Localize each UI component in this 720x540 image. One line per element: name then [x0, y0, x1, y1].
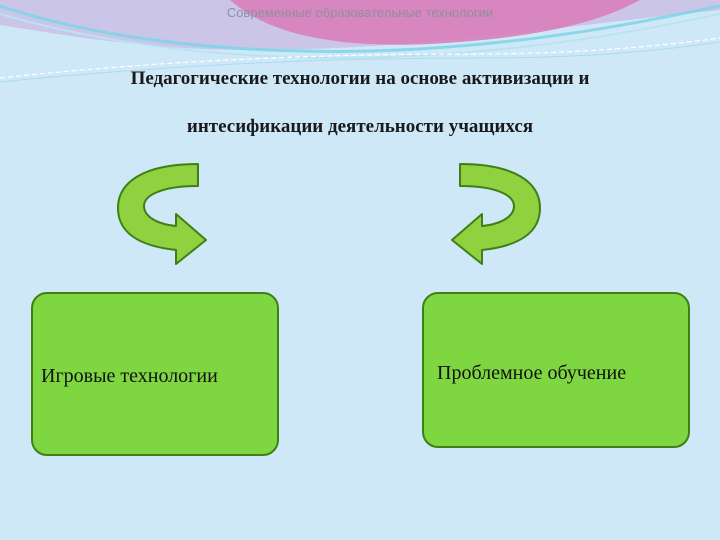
title-line-1: Педагогические технологии на основе акти… [130, 68, 590, 89]
curved-arrow-right [451, 163, 541, 265]
title-line-2: интесификации деятельности учащихся [186, 116, 534, 137]
box-game-technologies [31, 292, 279, 456]
header-subtitle: Современные образовательные технологии [226, 5, 494, 20]
curved-arrow-left [117, 163, 207, 265]
box-label-game-technologies: Игровые технологии [41, 365, 218, 387]
decorative-banner [0, 0, 720, 83]
box-label-problem-learning: Проблемное обучение [437, 362, 627, 384]
box-problem-learning [422, 292, 690, 448]
